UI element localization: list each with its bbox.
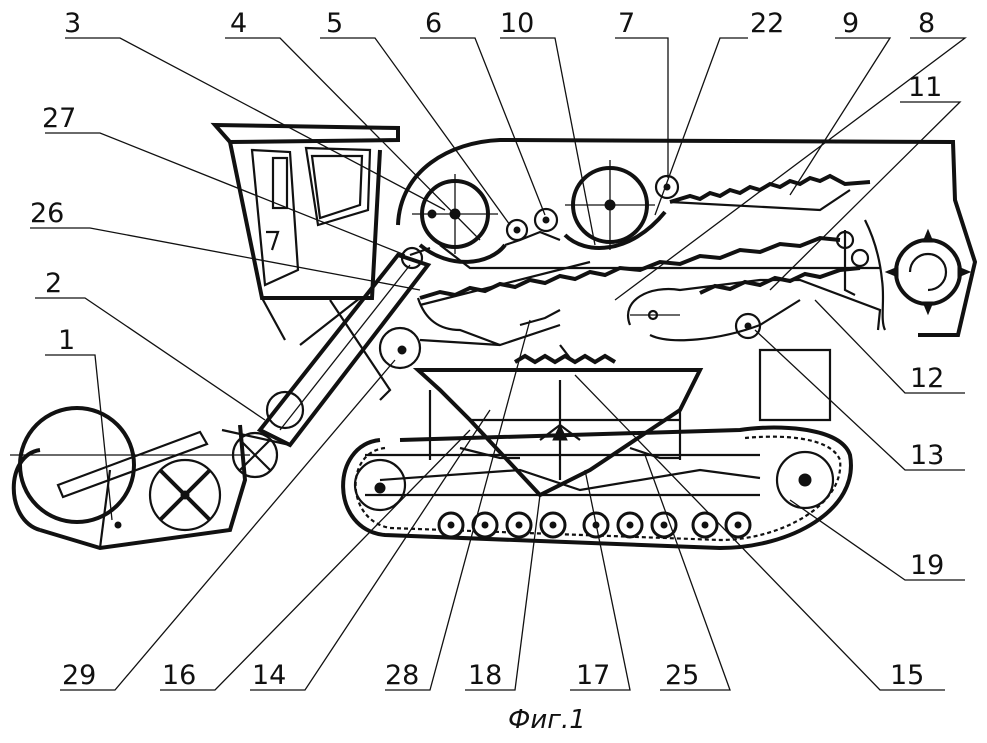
label-16: 16 (162, 660, 196, 691)
label-26: 26 (30, 198, 64, 229)
label-1: 1 (58, 325, 75, 356)
crawler-track (341, 425, 853, 551)
road-wheels (437, 511, 752, 539)
label-15: 15 (890, 660, 924, 691)
label-18: 18 (468, 660, 502, 691)
label-8: 8 (918, 8, 935, 39)
label-4: 4 (230, 8, 247, 39)
label-5: 5 (326, 8, 343, 39)
grain-hopper (412, 344, 704, 498)
callout-labels: 3 4 5 6 10 7 22 9 8 11 27 26 2 1 12 13 1… (30, 8, 944, 735)
machine-drawing (10, 122, 978, 551)
label-10: 10 (500, 8, 534, 39)
header-reel (10, 406, 291, 551)
label-6: 6 (425, 8, 442, 39)
label-3: 3 (64, 8, 81, 39)
figure-caption: Фиг.1 (508, 705, 586, 735)
operator-cab (210, 122, 400, 346)
label-19: 19 (910, 550, 944, 581)
threshing-drums (412, 160, 680, 264)
label-25: 25 (665, 660, 699, 691)
label-17: 17 (576, 660, 610, 691)
upper-sieve (419, 235, 841, 300)
label-11: 11 (908, 72, 942, 103)
label-29: 29 (62, 660, 96, 691)
label-12: 12 (910, 363, 944, 394)
label-13: 13 (910, 440, 944, 471)
label-22: 22 (750, 8, 784, 39)
leader-lines (30, 37, 967, 691)
label-14: 14 (252, 660, 286, 691)
label-7: 7 (618, 8, 635, 39)
label-27: 27 (42, 103, 76, 134)
label-28: 28 (385, 660, 419, 691)
thresher-housing (396, 137, 978, 337)
label-2: 2 (45, 268, 62, 299)
label-9: 9 (842, 8, 859, 39)
straw-walker-top (669, 173, 871, 204)
